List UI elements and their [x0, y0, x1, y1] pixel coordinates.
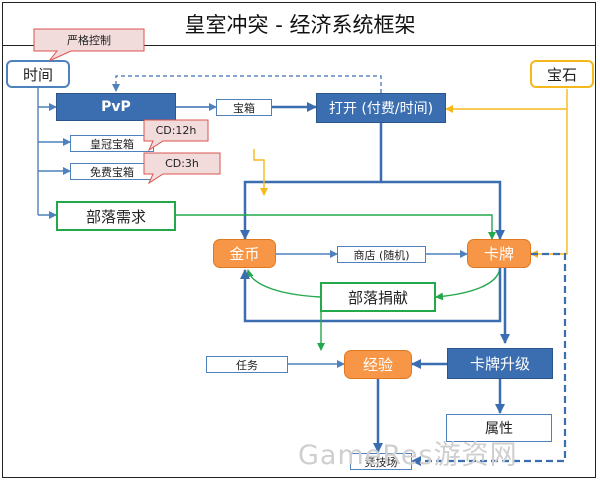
node-time: 时间: [6, 60, 70, 88]
node-chest: 宝箱: [216, 99, 272, 116]
clan-request-connector: [176, 214, 496, 240]
node-cards: 卡牌: [467, 239, 531, 268]
title-band: [2, 2, 596, 46]
watermark: GameRes游资网: [298, 440, 518, 471]
pvp-open-connectors: [112, 75, 382, 112]
upgrade-connectors: [411, 252, 567, 466]
node-gold: 金币: [213, 239, 276, 268]
time-branch-connectors: [37, 87, 71, 219]
diagram-title: 皇室冲突 - 经济系统框架: [184, 13, 416, 37]
node-gem: 宝石: [530, 60, 594, 88]
node-shop: 商店 (随机): [337, 246, 426, 263]
node-card-upgrade: 卡牌升级: [447, 348, 553, 379]
exp-connectors: [288, 297, 447, 453]
node-quest: 任务: [206, 356, 288, 373]
open-output-connectors: [240, 123, 505, 240]
node-arena: 竞技场: [350, 453, 412, 470]
cards-loop-connectors: [240, 268, 510, 344]
node-clan-donate: 部落捐献: [320, 282, 436, 312]
node-open: 打开 (付费/时间): [316, 93, 446, 123]
node-free-chest: 免费宝箱: [70, 163, 154, 180]
node-crown-chest: 皇冠宝箱: [70, 135, 154, 152]
callout-cd-3h: CD:3h: [143, 152, 221, 185]
node-attribute: 属性: [446, 414, 552, 442]
clan-donate-connectors: [245, 267, 501, 301]
callout-cd-12h: CD:12h: [143, 119, 209, 152]
node-clan-request: 部落需求: [56, 201, 176, 231]
node-pvp: PvP: [56, 93, 176, 121]
callout-strict-control: 严格控制: [33, 28, 145, 62]
node-exp: 经验: [344, 350, 412, 379]
